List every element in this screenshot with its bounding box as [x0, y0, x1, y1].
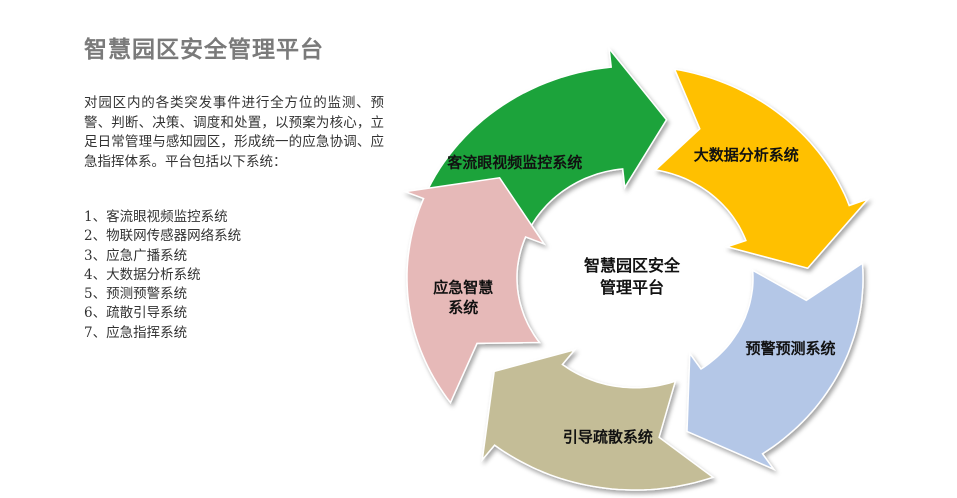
list-item: 6、疏散引导系统	[84, 305, 188, 322]
list-item: 4、大数据分析系统	[84, 266, 201, 283]
segment-label: 预警预测系统	[745, 340, 835, 358]
list-item: 1、客流眼视频监控系统	[84, 209, 228, 225]
list-item: 3、应急广播系统	[84, 247, 188, 264]
list-item: 2、物联网传感器网络系统	[84, 228, 242, 245]
list-item: 5、预测预警系统	[84, 286, 188, 303]
cycle-arrow-segment	[653, 68, 871, 270]
system-list: 1、客流眼视频监控系统 2、物联网传感器网络系统 3、应急广播系统 4、大数据分…	[84, 208, 241, 343]
cycle-arrow-segment	[481, 348, 715, 491]
cycle-arrow-segment	[686, 261, 864, 471]
segment-label: 应急智慧	[433, 279, 493, 297]
segment-label: 系统	[448, 299, 478, 317]
segment-label: 引导疏散系统	[563, 428, 653, 446]
intro-paragraph: 对园区内的各类突发事件进行全方位的监测、预警、判断、决策、调度和处置，以预案为核…	[84, 95, 384, 170]
page-title: 智慧园区安全管理平台	[84, 37, 324, 63]
list-item: 7、应急指挥系统	[84, 324, 188, 341]
segment-label: 客流眼视频监控系统	[446, 153, 582, 171]
center-label-line-1: 智慧园区安全	[584, 256, 681, 275]
center-label-line-2: 管理平台	[600, 278, 664, 297]
segment-label: 大数据分析系统	[694, 146, 799, 164]
cycle-arrow-segment	[402, 176, 547, 405]
